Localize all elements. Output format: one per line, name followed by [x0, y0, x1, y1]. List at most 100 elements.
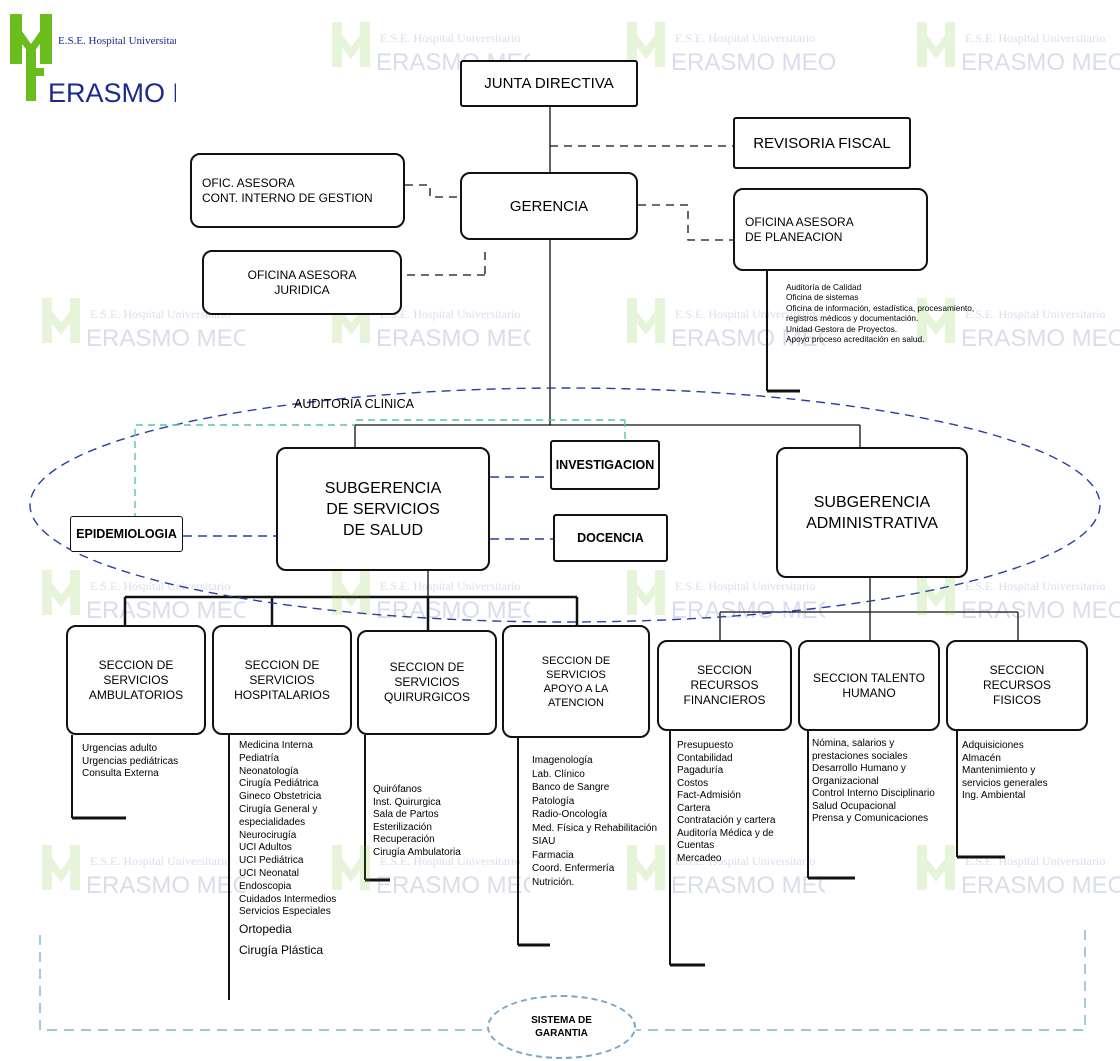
list-item: Recuperación: [373, 834, 435, 845]
list-item: UCI Adultos: [239, 842, 292, 854]
revisoria-fiscal-box: REVISORIA FISCAL: [733, 117, 911, 169]
list-item: Cartera: [677, 802, 711, 814]
junta-directiva-label: JUNTA DIRECTIVA: [484, 75, 614, 92]
planeacion-item: Auditoría de Calidad: [786, 282, 862, 292]
list-item: Consulta Externa: [82, 768, 159, 779]
investigacion-label: INVESTIGACION: [555, 458, 655, 472]
list-item: Cirugía General y: [239, 803, 318, 815]
subgerencia-administrativa-box: SUBGERENCIA ADMINISTRATIVA: [776, 447, 968, 578]
list-item: Neonatología: [239, 765, 299, 777]
list-item: Costos: [677, 777, 709, 789]
investigacion-box: INVESTIGACION: [550, 440, 660, 490]
list-item: Imagenología: [532, 755, 593, 766]
docencia-box: DOCENCIA: [553, 514, 668, 562]
section-ambulatorios-box: SECCION DE SERVICIOS AMBULATORIOS: [66, 625, 206, 735]
logo-text-hospital: E.S.E. Hospital Universitario: [58, 35, 176, 47]
logo-text-erasmo: ERASMO MEOZ: [48, 78, 176, 106]
list-item: Lab. Clínico: [532, 768, 585, 780]
list-item: servicios generales: [962, 777, 1048, 789]
list-item: Sala de Partos: [373, 809, 439, 820]
section-financieros-box: SECCION RECURSOS FINANCIEROS: [657, 640, 792, 731]
list-item: Contratación y cartera: [677, 815, 776, 826]
list-item: Pediatría: [239, 752, 280, 764]
list-apoyo: Imagenología Lab. Clínico Banco de Sangr…: [532, 754, 657, 889]
epidemiologia-box: EPIDEMIOLOGIA: [70, 516, 183, 552]
planeacion-box: OFICINA ASESORA DE PLANEACION: [733, 188, 928, 271]
revisoria-fiscal-label: REVISORIA FISCAL: [753, 134, 891, 152]
list-item: Presupuesto: [677, 740, 734, 751]
list-item: Cuidados Intermedios: [239, 893, 337, 905]
subgerencia-administrativa-label: SUBGERENCIA ADMINISTRATIVA: [806, 493, 938, 532]
juridica-label: OFICINA ASESORA JURIDICA: [247, 267, 357, 297]
planeacion-item: Oficina de sistemas: [786, 292, 859, 303]
planeacion-item: Apoyo proceso acreditación en salud.: [786, 334, 925, 345]
list-item: Urgencias pediátricas: [82, 755, 179, 767]
section-talento-box: SECCION TALENTO HUMANO: [798, 640, 940, 731]
section-title: SECCION RECURSOS FISICOS: [982, 663, 1051, 707]
list-item: Farmacia: [532, 849, 574, 861]
list-item: Ortopedia: [239, 922, 292, 937]
section-hospitalarios-box: SECCION DE SERVICIOS HOSPITALARIOS: [212, 625, 352, 735]
list-item: Coord. Enfermería: [532, 863, 615, 874]
list-item: Mercadeo: [677, 852, 722, 864]
list-item: Fact-Admisión: [677, 790, 741, 801]
list-item: Quirófanos: [373, 784, 422, 795]
gerencia-label: GERENCIA: [509, 197, 589, 215]
control-interno-box: OFIC. ASESORA CONT. INTERNO DE GESTION: [190, 153, 405, 228]
list-item: prestaciones sociales: [812, 750, 908, 762]
list-item: Esterilización: [373, 821, 432, 833]
planeacion-item: Oficina de información, estadística, pro…: [786, 302, 975, 313]
section-title: SECCION DE SERVICIOS APOYO A LA ATENCION: [541, 654, 611, 709]
list-item: Adquisiciones: [962, 740, 1024, 751]
sistema-garantia-ellipse: SISTEMA DE GARANTIA: [487, 995, 636, 1059]
list-item: Gineco Obstetricia: [239, 791, 322, 803]
hospital-logo: E.S.E. Hospital Universitario ERASMO MEO…: [6, 6, 251, 111]
subgerencia-salud-box: SUBGERENCIA DE SERVICIOS DE SALUD: [276, 447, 490, 571]
juridica-box: OFICINA ASESORA JURIDICA: [202, 250, 402, 315]
list-ambulatorios: Urgencias adulto Urgencias pediátricas C…: [82, 743, 178, 781]
list-item: Cirugía Pediátrica: [239, 778, 319, 790]
list-item: Servicios Especiales: [239, 906, 331, 918]
list-quirurgicos: Quirófanos Inst. Quirurgica Sala de Part…: [373, 784, 461, 859]
planeacion-list: Auditoría de Calidad Oficina de sistemas…: [786, 282, 974, 344]
control-interno-label: OFIC. ASESORA CONT. INTERNO DE GESTION: [202, 175, 373, 205]
section-apoyo-box: SECCION DE SERVICIOS APOYO A LA ATENCION: [502, 625, 650, 738]
planeacion-item: registros médicos y documentación.: [786, 313, 919, 324]
list-item: Contabilidad: [677, 752, 733, 764]
list-item: Neurocirugía: [239, 829, 297, 841]
list-item: SIAU: [532, 836, 556, 847]
gerencia-box: GERENCIA: [460, 172, 638, 240]
section-title: SECCION RECURSOS FINANCIEROS: [683, 663, 766, 707]
list-item: Patología: [532, 795, 575, 807]
list-fisicos: Adquisiciones Almacén Mantenimiento y se…: [962, 740, 1048, 803]
list-item: Organizacional: [812, 775, 879, 787]
list-item: Prensa y Comunicaciones: [812, 813, 929, 824]
section-title: SECCION DE SERVICIOS HOSPITALARIOS: [234, 657, 330, 702]
sistema-garantia-label: SISTEMA DE GARANTIA: [531, 1015, 592, 1039]
list-item: Auditoría Médica y de: [677, 827, 774, 839]
list-item: Nómina, salarios y: [812, 738, 895, 749]
list-item: Radio-Oncología: [532, 809, 608, 820]
section-fisicos-box: SECCION RECURSOS FISICOS: [946, 640, 1088, 731]
list-item: especialidades: [239, 816, 306, 828]
list-item: Nutrición.: [532, 876, 575, 888]
list-talento: Nómina, salarios y prestaciones sociales…: [812, 738, 935, 826]
list-financieros: Presupuesto Contabilidad Pagaduría Costo…: [677, 740, 775, 865]
section-title: SECCION TALENTO HUMANO: [812, 670, 926, 700]
list-item: Cirugía Plástica: [239, 943, 324, 958]
epidemiologia-label: EPIDEMIOLOGIA: [76, 527, 177, 541]
planeacion-label: OFICINA ASESORA DE PLANEACION: [745, 214, 854, 244]
section-title: SECCION DE SERVICIOS AMBULATORIOS: [88, 657, 184, 702]
list-item: Inst. Quirurgica: [373, 796, 441, 808]
list-item: Pagaduría: [677, 765, 724, 776]
list-item: Almacén: [962, 752, 1001, 764]
list-item: Mantenimiento y: [962, 765, 1036, 776]
subgerencia-salud-label: SUBGERENCIA DE SERVICIOS DE SALUD: [324, 479, 442, 539]
list-item: UCI Neonatal: [239, 867, 300, 879]
list-item: Cuentas: [677, 840, 715, 851]
section-title: SECCION DE SERVICIOS QUIRURGICOS: [383, 660, 470, 704]
list-item: Ing. Ambiental: [962, 790, 1026, 801]
list-hospitalarios: Medicina Interna Pediatría Neonatología …: [239, 740, 336, 961]
planeacion-item: Unidad Gestora de Proyectos.: [786, 323, 898, 334]
list-item: Med. Física y Rehabilitación: [532, 822, 658, 834]
